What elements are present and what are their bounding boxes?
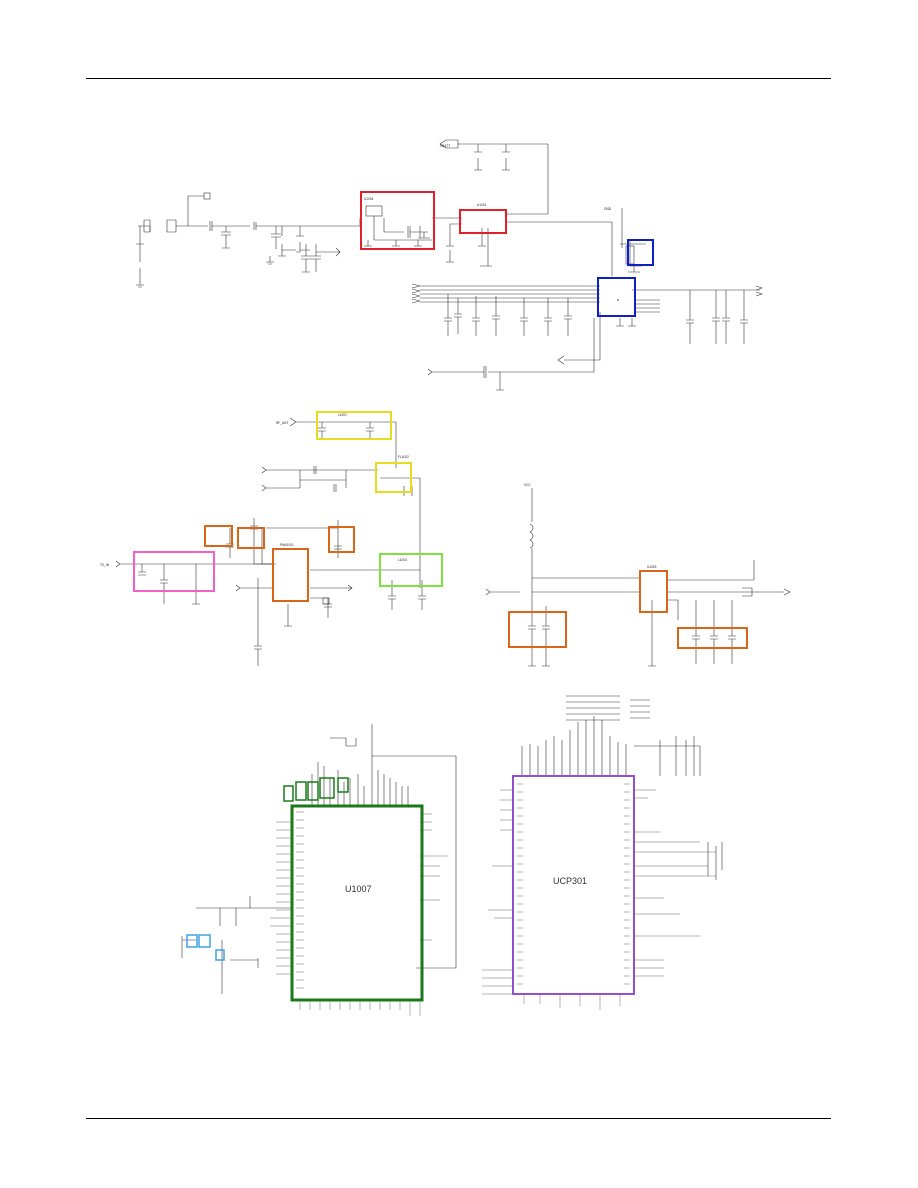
highlight-u1007-crystal-3: [215, 949, 225, 961]
u1007-chip-label: U1007: [345, 884, 372, 894]
highlight-u1007-caps-1: [283, 785, 294, 802]
u1007-baseband-section: [181, 724, 457, 1016]
highlight-rfs1001: [360, 191, 435, 250]
highlight-fl1002: [375, 462, 412, 493]
highlight-c1071: [328, 526, 355, 553]
highlight-c1067: [204, 525, 233, 547]
label-u1001: U1001: [477, 203, 487, 207]
label-rf-ant: RF_ANT: [276, 421, 288, 425]
ucp301-processor-section: [482, 695, 723, 1010]
highlight-l1001: [316, 411, 392, 440]
ic-pin-marks: [296, 783, 630, 989]
rf-front-end-section: [136, 139, 763, 391]
highlight-boxes: [133, 191, 748, 1002]
highlight-u1003: [639, 570, 668, 613]
highlight-u1001: [459, 209, 507, 234]
highlight-u1007-caps-3: [307, 781, 319, 801]
label-fl1002: FL1002: [398, 455, 409, 459]
highlight-u1007: [290, 804, 424, 1002]
label-rfs1001: U1004: [364, 197, 374, 201]
label-u1003: U1003: [647, 565, 657, 569]
label-tx-in: TX_IN: [100, 563, 110, 567]
highlight-l1003: [379, 553, 443, 587]
power-amplifier-section: [115, 417, 426, 666]
label-vcc: VCC: [524, 483, 531, 487]
highlight-pam1001: [272, 548, 309, 602]
ucp301-chip-label: UCP301: [553, 876, 587, 886]
highlight-u1002: [597, 277, 636, 317]
highlight-ucp301: [512, 775, 635, 995]
highlight-u1007-caps-2: [295, 781, 307, 801]
highlight-u1007-caps-5: [337, 777, 349, 793]
highlight-tx-match: [133, 551, 215, 592]
label-gnd: GND: [604, 207, 612, 211]
highlight-u1007-crystal-2: [198, 934, 211, 948]
label-vbatt: VBATT: [440, 144, 450, 148]
label-l1003: L1003: [398, 558, 407, 562]
highlight-c1070: [237, 527, 265, 549]
label-l1001: L1001: [338, 413, 347, 417]
highlight-u1002-bias: [627, 239, 654, 266]
highlight-u1007-caps-4: [319, 777, 335, 799]
highlight-c1079: [677, 627, 748, 649]
label-pam1001: PAM1001: [280, 543, 294, 547]
highlight-u1007-crystal-1: [186, 934, 198, 948]
highlight-c1078: [508, 611, 567, 648]
gps-lna-section: [485, 488, 791, 667]
footer-rule: [86, 1118, 831, 1119]
header-rule: [86, 78, 831, 79]
